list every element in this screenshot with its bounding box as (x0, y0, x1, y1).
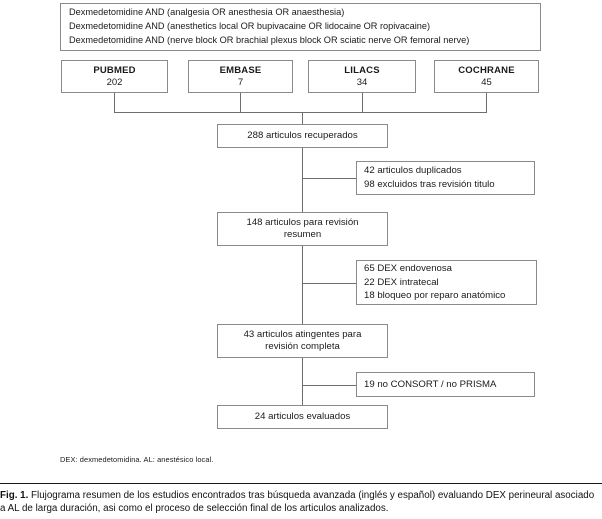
exclusion-line-1: 42 articulos duplicados (364, 165, 462, 177)
database-count: 202 (106, 76, 123, 88)
connector-pubmed-down (114, 93, 115, 112)
flow-box-line-2: resumen (283, 229, 322, 240)
caption-divider-rule (0, 483, 602, 485)
connector-embase-down (240, 93, 241, 112)
flow-box-line-1: 43 articulos atingentes para (243, 329, 362, 341)
flow-box-line-1: 288 articulos recuperados (247, 130, 358, 142)
database-name: PUBMED (93, 64, 136, 76)
exclusion-box-no-consort: 19 no CONSORT / no PRISMA (356, 372, 535, 397)
exclusion-line-2: 22 DEX intratecal (364, 276, 439, 288)
connector-manifold-bar (114, 112, 487, 113)
connector-branch-duplicates (302, 178, 356, 179)
flow-box-articles-retrieved: 288 articulos recuperados (217, 124, 388, 148)
database-box-lilacs: LILACS 34 (308, 60, 416, 93)
database-count: 45 (481, 76, 492, 88)
flow-box-line-2: revisión completa (265, 341, 340, 352)
database-name: COCHRANE (458, 64, 515, 76)
figure-label: Fig. 1. (0, 490, 29, 501)
flow-box-abstract-review: 148 articulos para revisión resumen (217, 212, 388, 246)
database-name: LILACS (344, 64, 380, 76)
flow-box-line-1: 24 articulos evaluados (254, 411, 351, 423)
database-count: 7 (237, 76, 244, 88)
connector-trunk-3 (302, 358, 303, 405)
exclusion-line-3: 18 bloqueo por reparo anatómico (364, 290, 506, 302)
flow-box-articles-evaluated: 24 articulos evaluados (217, 405, 388, 429)
database-name: EMBASE (219, 64, 262, 76)
flow-box-full-review: 43 articulos atingentes para revisión co… (217, 324, 388, 358)
query-line-2: Dexmedetomidine AND (anesthetics local O… (69, 21, 431, 31)
exclusion-line-1: 65 DEX endovenosa (364, 262, 453, 274)
abbreviation-footnote: DEX: dexmedetomidina. AL: anestésico loc… (60, 455, 214, 464)
connector-trunk-2 (302, 246, 303, 324)
exclusion-box-duplicates: 42 articulos duplicados 98 excluidos tra… (356, 161, 535, 195)
exclusion-line-2: 98 excluidos tras revisión titulo (364, 179, 495, 190)
figure-caption: Fig. 1. Flujograma resumen de los estudi… (0, 489, 600, 516)
flow-box-line-1: 148 articulos para revisión (246, 217, 359, 229)
connector-branch-no-consort (302, 385, 356, 386)
database-box-cochrane: COCHRANE 45 (434, 60, 539, 93)
connector-trunk-1 (302, 148, 303, 212)
connector-branch-route (302, 283, 356, 284)
exclusion-line-1: 19 no CONSORT / no PRISMA (364, 378, 497, 390)
exclusion-box-route: 65 DEX endovenosa 22 DEX intratecal 18 b… (356, 260, 537, 305)
connector-manifold-to-retrieved (302, 112, 303, 124)
database-box-pubmed: PUBMED 202 (61, 60, 168, 93)
query-line-3: Dexmedetomidine AND (nerve block OR brac… (69, 34, 470, 45)
database-count: 34 (356, 76, 368, 88)
query-line-1: Dexmedetomidine AND (analgesia OR anesth… (69, 7, 345, 18)
figure-caption-text: Flujograma resumen de los estudios encon… (0, 490, 595, 515)
connector-cochrane-down (486, 93, 487, 112)
connector-lilacs-down (362, 93, 363, 112)
search-query-box: Dexmedetomidine AND (analgesia OR anesth… (60, 3, 541, 51)
database-box-embase: EMBASE 7 (188, 60, 293, 93)
